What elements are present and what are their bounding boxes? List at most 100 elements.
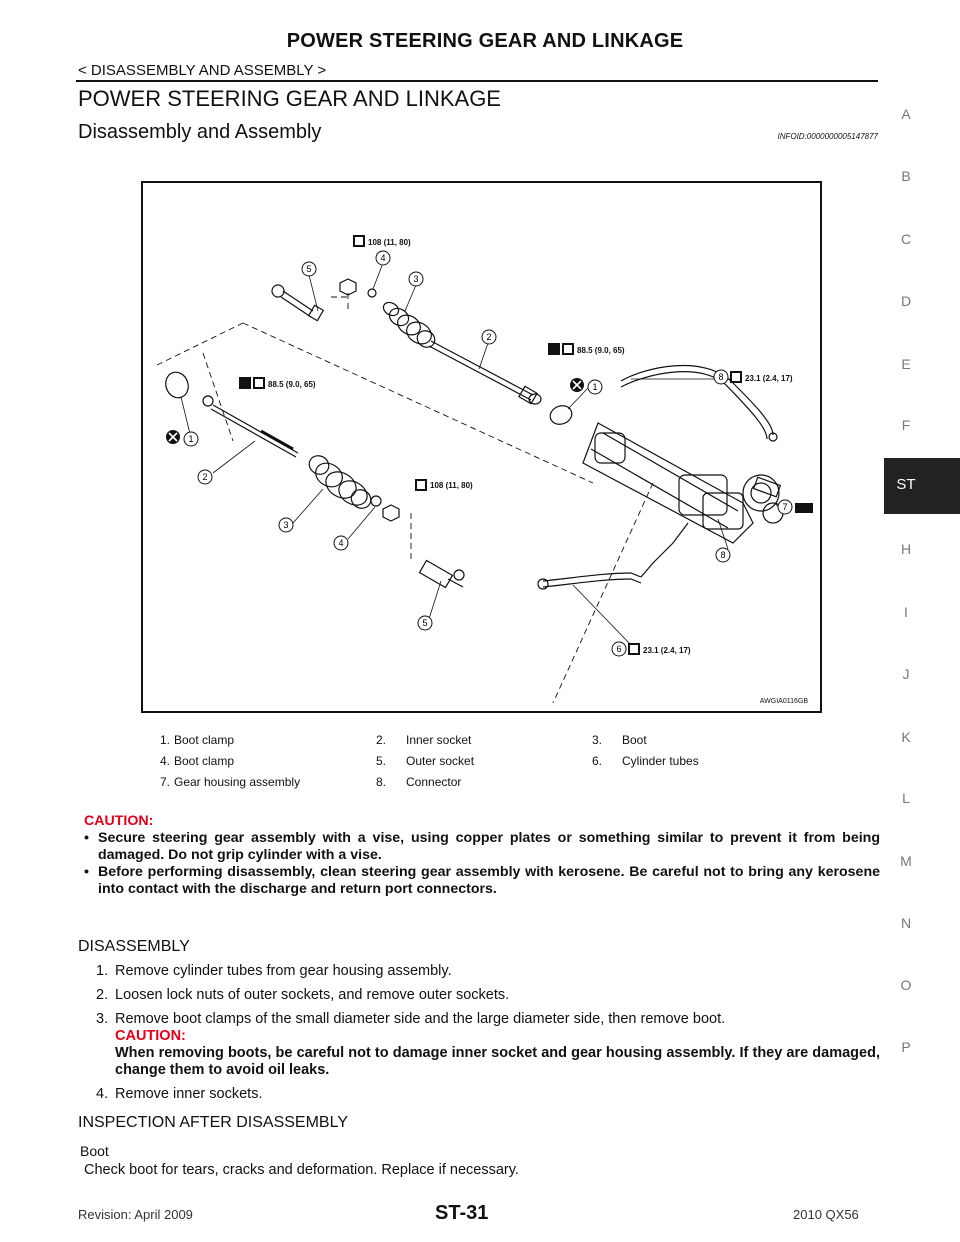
callout-4-left-label: 4 [338, 538, 343, 548]
section-tab-f[interactable]: F [901, 417, 911, 433]
callout-5-left [417, 615, 433, 631]
section-tab-o[interactable]: O [900, 977, 912, 993]
step-text: Loosen lock nuts of outer sockets, and r… [115, 987, 510, 1003]
section-tab-h[interactable]: H [900, 541, 912, 557]
caution-item: Before performing disassembly, clean ste… [84, 864, 880, 898]
steering-gear-diagram: 5 4 3 2 1 8 1 2 3 4 5 7 8 6 [156, 235, 813, 704]
callout-1-left [183, 431, 199, 447]
section-tab-d[interactable]: D [900, 293, 912, 309]
step-text: Remove cylinder tubes from gear housing … [115, 963, 452, 979]
wrench-icon [562, 343, 574, 355]
torque-label-upper-tube: 23.1 (2.4, 17) [745, 374, 793, 383]
step-item: 1. Remove cylinder tubes from gear housi… [96, 963, 880, 980]
step-item: 4. Remove inner sockets. [96, 1086, 880, 1103]
callout-3-left-label: 3 [283, 520, 288, 530]
legend-num: 4. [160, 754, 171, 768]
header-divider [76, 80, 878, 82]
caution-block: CAUTION: Secure steering gear assembly w… [84, 813, 880, 898]
step-item: 2. Loosen lock nuts of outer sockets, an… [96, 987, 880, 1004]
do-not-reuse-icon [166, 430, 180, 444]
section-tab-n[interactable]: N [900, 915, 912, 931]
legend-text: Inner socket [406, 733, 472, 747]
step-number: 3. [96, 1011, 109, 1027]
torque-label-upper-inner-socket: 88.5 (9.0, 65) [577, 346, 625, 355]
legend-text: Gear housing assembly [174, 775, 301, 789]
caution-item: Secure steering gear assembly with a vis… [84, 830, 880, 864]
section-tab-st-active[interactable]: ST [884, 458, 960, 514]
callout-2-left-label: 2 [202, 472, 207, 482]
wrench-icon [628, 643, 640, 655]
torque-label-upper-nut: 108 (11, 80) [368, 238, 411, 247]
section-tab-c[interactable]: C [900, 231, 912, 247]
callout-2-left [197, 469, 213, 485]
step-text: Remove inner sockets. [115, 1086, 263, 1102]
legend-text: Outer socket [406, 754, 475, 768]
torque-label-left-nut: 108 (11, 80) [430, 481, 473, 490]
step-caution-text: When removing boots, be careful not to d… [115, 1045, 880, 1078]
callout-8-upper [713, 369, 729, 385]
connector-symbol-icon [795, 503, 813, 513]
exploded-view-figure: 5 4 3 2 1 8 1 2 3 4 5 7 8 6 [141, 181, 822, 713]
callout-6-label: 6 [616, 644, 621, 654]
callout-6 [611, 641, 627, 657]
wrench-icon [353, 235, 365, 247]
section-tab-k[interactable]: K [901, 729, 911, 745]
section-tab-p[interactable]: P [901, 1039, 911, 1055]
boot-inspection-text: Check boot for tears, cracks and deforma… [84, 1162, 519, 1178]
legend-num: 3. [592, 733, 603, 747]
callout-1-right [587, 379, 603, 395]
callout-8-lower-label: 8 [720, 550, 725, 560]
legend-text: Cylinder tubes [622, 754, 699, 768]
legend-num: 2. [376, 733, 387, 747]
disassembly-steps: 1. Remove cylinder tubes from gear housi… [96, 963, 880, 1110]
callout-5-upper [301, 261, 317, 277]
section-tab-i[interactable]: I [904, 604, 908, 620]
torque-label-left-inner-socket: 88.5 (9.0, 65) [268, 380, 316, 389]
step-caution-label: CAUTION: [115, 1028, 186, 1044]
section-tab-m[interactable]: M [900, 853, 912, 869]
callout-7-label: 7 [782, 502, 787, 512]
callout-2-upper [481, 329, 497, 345]
callout-4-upper-label: 4 [380, 253, 385, 263]
wrench-icon [253, 377, 265, 389]
section-tab-j[interactable]: J [902, 666, 910, 682]
callout-1-right-label: 1 [592, 382, 597, 392]
wrench-icon [730, 371, 742, 383]
callout-1-left-label: 1 [188, 434, 193, 444]
step-item: 3. Remove boot clamps of the small diame… [96, 1011, 880, 1079]
section-tab-a[interactable]: A [901, 106, 911, 122]
legend-num: 1. [160, 733, 171, 747]
callout-4-upper [375, 250, 391, 266]
breadcrumb[interactable]: < DISASSEMBLY AND ASSEMBLY > [78, 62, 327, 79]
step-number: 2. [96, 987, 109, 1003]
callout-2-upper-label: 2 [486, 332, 491, 342]
disassembly-heading: DISASSEMBLY [78, 938, 190, 955]
info-id: INFOID:0000000005147877 [777, 132, 878, 141]
callout-3-upper [408, 271, 424, 287]
callout-8-upper-label: 8 [718, 372, 723, 382]
do-not-reuse-icon [570, 378, 584, 392]
caution-label: CAUTION: [84, 813, 154, 829]
torque-label-lower-tube: 23.1 (2.4, 17) [643, 646, 691, 655]
step-number: 4. [96, 1086, 109, 1102]
locking-sealant-icon [548, 343, 560, 355]
callout-5-upper-label: 5 [306, 264, 311, 274]
footer-page-number: ST-31 [435, 1202, 489, 1224]
figure-id: AWGIA0116GB [759, 698, 808, 705]
legend-num: 7. [160, 775, 171, 789]
callout-7 [777, 499, 793, 515]
section-tab-l[interactable]: L [902, 790, 910, 806]
section-title: POWER STEERING GEAR AND LINKAGE [78, 86, 501, 111]
section-tab-e[interactable]: E [901, 356, 911, 372]
legend-text: Boot clamp [174, 754, 235, 768]
wrench-icon [415, 479, 427, 491]
section-tab-b[interactable]: B [901, 168, 911, 184]
inspection-heading: INSPECTION AFTER DISASSEMBLY [78, 1114, 348, 1131]
callout-8-lower [715, 547, 731, 563]
subsection-title: Disassembly and Assembly [78, 121, 322, 143]
callout-5-left-label: 5 [422, 618, 427, 628]
legend-text: Boot [622, 733, 647, 747]
step-text: Remove boot clamps of the small diameter… [115, 1011, 726, 1027]
step-number: 1. [96, 963, 109, 979]
locking-sealant-icon [239, 377, 251, 389]
